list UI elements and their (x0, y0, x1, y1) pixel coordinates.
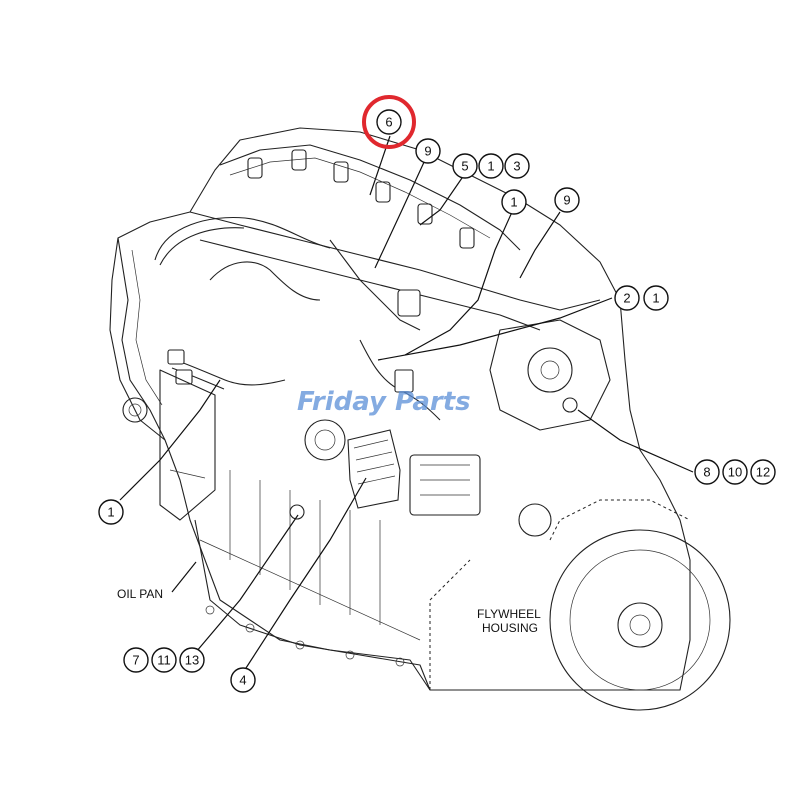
leader-2-1 (377, 297, 613, 361)
svg-text:4: 4 (239, 673, 246, 688)
flywheel-housing-label-line2: HOUSING (482, 621, 538, 635)
watermark-logo: Friday Parts (297, 387, 471, 417)
svg-text:11: 11 (157, 653, 171, 668)
leader-9-right (519, 211, 561, 279)
callout-1-left: 1 (98, 499, 124, 525)
callout-1-upper: 1 (501, 189, 527, 215)
svg-text:10: 10 (728, 465, 742, 480)
svg-text:6: 6 (385, 115, 392, 130)
leader-1-upper (404, 211, 513, 356)
svg-text:2: 2 (623, 291, 630, 306)
leader-8-10-12 (577, 409, 694, 473)
leader-9-top (374, 159, 426, 269)
svg-text:1: 1 (510, 195, 517, 210)
callout-2-1: 2 1 (614, 285, 669, 311)
leader-5-1-3 (419, 177, 463, 226)
svg-text:12: 12 (756, 465, 770, 480)
engine-illustration (109, 127, 731, 711)
leader-7-11-13 (195, 514, 299, 653)
svg-text:1: 1 (487, 159, 494, 174)
svg-text:9: 9 (563, 193, 570, 208)
svg-text:13: 13 (185, 653, 199, 668)
oil-pan-leader (171, 561, 197, 593)
svg-text:1: 1 (107, 505, 114, 520)
leader-1-left (119, 379, 221, 501)
oil-pan-label: OIL PAN (117, 587, 163, 601)
svg-text:5: 5 (461, 159, 468, 174)
svg-text:1: 1 (652, 291, 659, 306)
callout-4: 4 (230, 667, 256, 693)
svg-text:9: 9 (424, 144, 431, 159)
callout-7-11-13: 7 11 13 (123, 647, 205, 673)
callout-9-top: 9 (415, 138, 441, 164)
callout-5-1-3: 5 1 3 (452, 153, 530, 179)
svg-text:8: 8 (703, 465, 710, 480)
leader-4 (245, 477, 367, 669)
callout-8-10-12: 8 10 12 (694, 459, 776, 485)
flywheel-housing-label-line1: FLYWHEEL (477, 607, 541, 621)
svg-text:7: 7 (132, 653, 139, 668)
svg-text:3: 3 (513, 159, 520, 174)
callout-9-right: 9 (554, 187, 580, 213)
highlight-ring (362, 95, 416, 149)
callout-6: 6 (376, 109, 402, 135)
leader-lines (119, 135, 694, 669)
